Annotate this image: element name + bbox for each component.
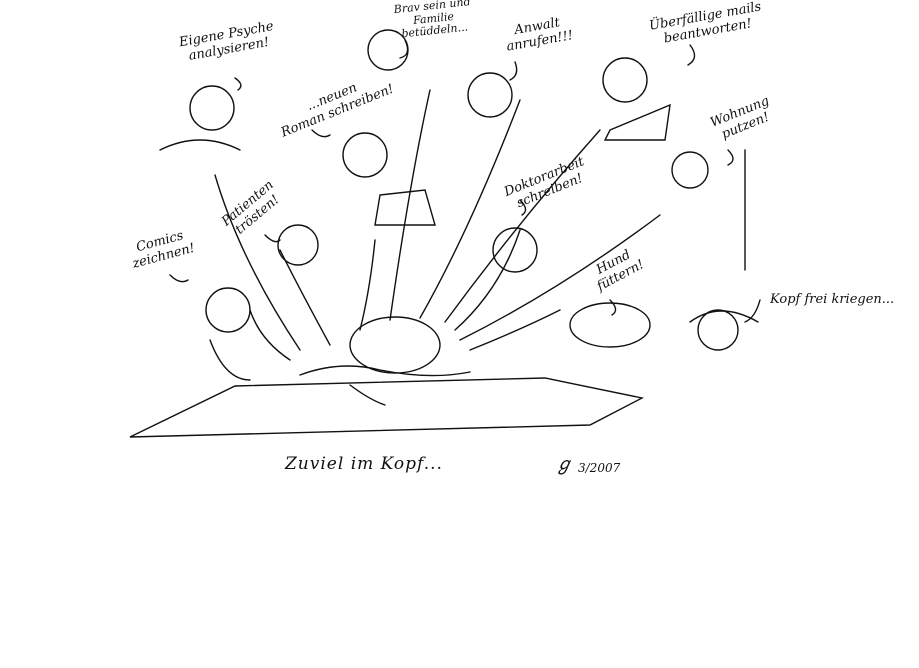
table [129, 377, 645, 438]
signature-monogram: ℊ [555, 454, 573, 475]
signature-date: 3/2007 [578, 461, 621, 475]
thought-rays [214, 89, 661, 361]
speech-bubble-tails [169, 39, 761, 323]
caption: Zuviel im Kopf... [285, 454, 443, 474]
sleeping-girl-figure [299, 316, 471, 406]
bubble-kopf: Kopf frei kriegen... [770, 292, 895, 307]
